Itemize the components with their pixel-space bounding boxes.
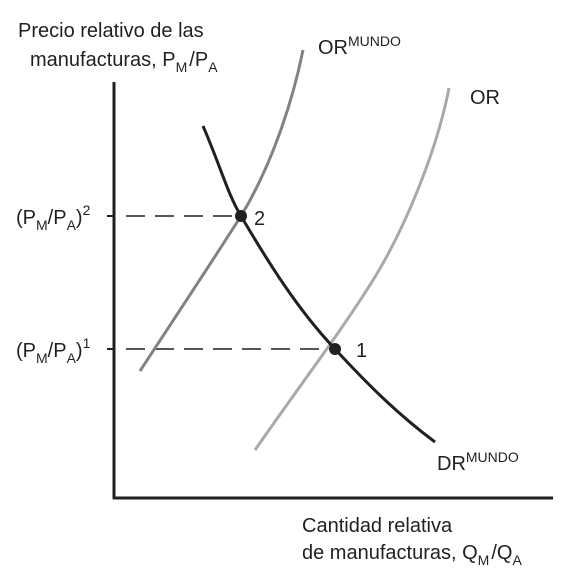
dr-mundo-curve: [201, 125, 436, 444]
or-label: OR: [470, 87, 500, 109]
equilibrium-point-2: [235, 210, 247, 222]
or-curve: [253, 87, 451, 451]
point-label-2: 2: [254, 208, 265, 230]
y-axis-label-line1: Precio relativo de las: [18, 20, 204, 42]
x-axis-label-line1: Cantidad relativa: [302, 515, 453, 537]
point-label-1: 1: [356, 340, 367, 362]
y-axis-label-line2: manufacturas, PM/PA: [30, 49, 218, 75]
x-axis-label-line2: de manufacturas, QM/QA: [302, 542, 522, 568]
or-mundo-curve: [138, 49, 305, 372]
equilibrium-point-1: [329, 343, 341, 355]
dr-mundo-label: DRMUNDO: [437, 449, 519, 475]
price-level-2-label: (PM/PA)2: [16, 202, 91, 233]
price-level-1-label: (PM/PA)1: [16, 335, 91, 366]
or-mundo-label: ORMUNDO: [318, 33, 401, 59]
